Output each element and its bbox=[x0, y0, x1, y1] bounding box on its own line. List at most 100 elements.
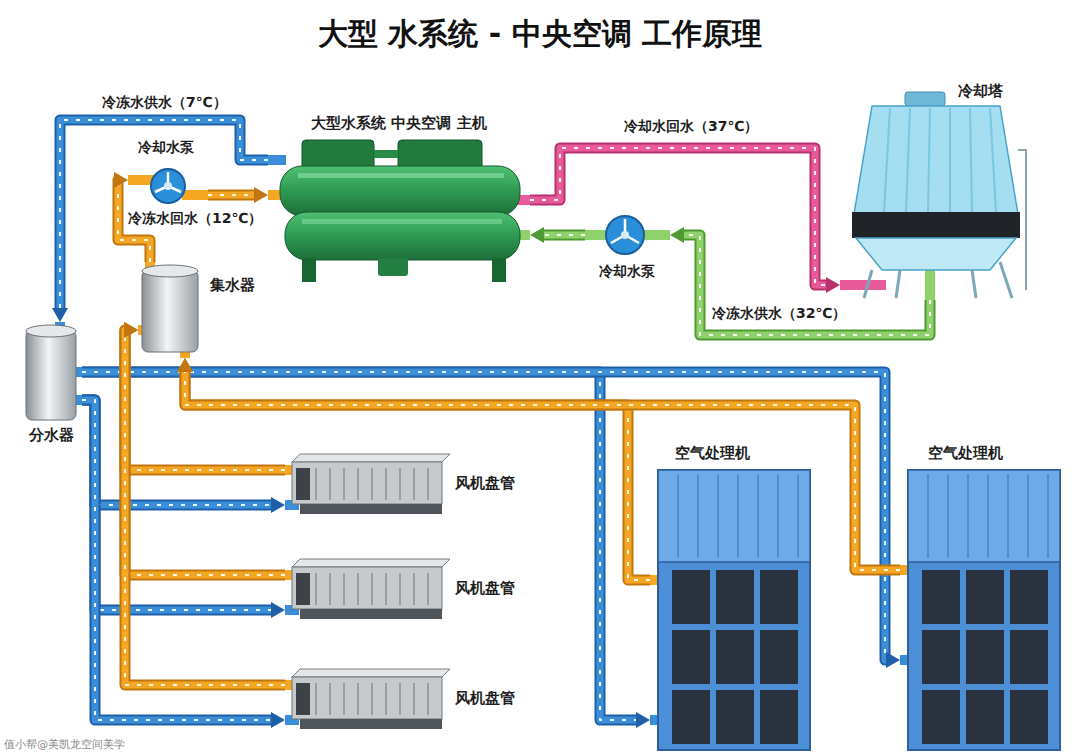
chiller-unit bbox=[268, 155, 286, 165]
watermark: 值小帮@美凯龙空间美学 bbox=[4, 737, 125, 752]
chilled-return-pipe bbox=[177, 358, 900, 570]
pipe-segment bbox=[125, 330, 285, 575]
fan-coil-unit bbox=[296, 468, 310, 500]
return-header-cylinder bbox=[142, 270, 198, 352]
pipe-segment bbox=[125, 330, 285, 685]
pipe-segment bbox=[82, 372, 638, 720]
cooling-water-pump bbox=[585, 216, 670, 254]
chilled-supply-pipe bbox=[82, 372, 650, 728]
chilled-water-pump bbox=[128, 175, 154, 185]
fan-coil-unit bbox=[296, 683, 310, 715]
pipe-segment bbox=[530, 148, 828, 285]
chilled-supply-pipe bbox=[82, 372, 900, 668]
air-handling-unit bbox=[760, 690, 798, 744]
chilled-return-pipe bbox=[177, 358, 650, 580]
pipe-segment bbox=[125, 330, 285, 685]
flow-arrowhead bbox=[177, 358, 193, 372]
cooling-tower bbox=[840, 92, 1026, 300]
pipe-segment bbox=[542, 234, 585, 236]
air-handling-unit bbox=[966, 690, 1004, 744]
chilled-return-pipe bbox=[208, 187, 268, 203]
node-label: 风机盘管 bbox=[455, 474, 515, 493]
chiller-unit bbox=[492, 258, 506, 282]
air-handling-unit bbox=[928, 474, 1048, 558]
cooling-supply-pipe bbox=[530, 227, 585, 243]
air-handling-unit bbox=[922, 690, 960, 744]
node-label: 集水器 bbox=[210, 276, 255, 295]
fan-coil-unit bbox=[292, 669, 450, 677]
pipe-segment bbox=[530, 148, 828, 285]
node-label: 冷却水泵 bbox=[138, 139, 194, 157]
air-handling-unit bbox=[908, 470, 1060, 750]
pipe-segment bbox=[542, 230, 585, 241]
fan-coil-node: 风机盘管 bbox=[285, 450, 535, 525]
chilled-water-pump bbox=[128, 169, 208, 203]
air-handling-unit bbox=[672, 630, 710, 684]
pipe-label-wrap: 冷冻水回水（12℃） bbox=[126, 209, 264, 227]
node-label: 冷却塔 bbox=[958, 82, 1003, 101]
fan-coil-unit bbox=[285, 669, 450, 729]
cooling-water-pump bbox=[611, 219, 639, 243]
pipe-label: 冷冻水供水（7℃） bbox=[100, 93, 229, 111]
pipe-segment bbox=[82, 372, 888, 660]
node-label: 空气处理机 bbox=[928, 444, 1003, 463]
air-handling-unit bbox=[900, 470, 1060, 750]
chiller-unit bbox=[285, 212, 520, 260]
header-node: 集水器 bbox=[138, 262, 263, 358]
flow-arrowhead bbox=[636, 712, 650, 728]
chiller-unit bbox=[374, 150, 398, 158]
air-handling-unit bbox=[1010, 690, 1048, 744]
air-handling-unit bbox=[716, 570, 754, 624]
pipe-label: 冷冻水供水（32℃） bbox=[710, 304, 848, 322]
node-label: 分水器 bbox=[29, 426, 74, 445]
pipe-segment bbox=[82, 400, 273, 505]
cooling-tower bbox=[856, 238, 1016, 270]
air-handling-unit bbox=[922, 630, 960, 684]
air-handling-unit bbox=[658, 470, 810, 562]
air-handling-unit bbox=[922, 570, 960, 624]
cooling-tower bbox=[884, 108, 996, 212]
pipe-label: 冷冻水回水（12℃） bbox=[126, 209, 264, 227]
supply-header-cylinder bbox=[26, 325, 76, 337]
cooling-tower bbox=[854, 106, 1018, 214]
node-label: 空气处理机 bbox=[675, 444, 750, 463]
pipe-segment bbox=[82, 372, 638, 720]
pipe-label-wrap: 冷冻水供水（7℃） bbox=[100, 93, 229, 111]
pump-node: 冷却水泵 bbox=[128, 137, 208, 207]
return-header-cylinder bbox=[142, 265, 198, 277]
flow-arrowhead bbox=[52, 308, 68, 322]
air-handling-unit bbox=[1010, 630, 1048, 684]
fan-coil-unit bbox=[316, 468, 428, 500]
chiller-node: 大型水系统 中央空调 主机 bbox=[268, 112, 530, 287]
air-handling-unit bbox=[650, 470, 810, 750]
cooling-tower bbox=[864, 262, 1012, 298]
flow-arrowhead bbox=[670, 227, 684, 243]
cooling-tower bbox=[925, 270, 935, 300]
pipe-segment bbox=[530, 148, 828, 285]
air-handling-unit bbox=[966, 570, 1004, 624]
pipe-label: 冷却水回水（37℃） bbox=[622, 117, 760, 135]
pump-node: 冷却水泵 bbox=[585, 205, 670, 285]
air-handling-unit bbox=[678, 474, 798, 558]
fan-coil-unit bbox=[285, 454, 450, 514]
pipe-segment bbox=[82, 400, 273, 720]
node-label: 大型水系统 中央空调 主机 bbox=[311, 114, 486, 133]
cooling-tower bbox=[852, 212, 1020, 238]
return-header-cylinder bbox=[138, 262, 198, 358]
chilled-water-pump bbox=[164, 182, 172, 190]
pipe-segment bbox=[542, 232, 585, 239]
fan-coil-unit bbox=[292, 454, 450, 462]
air-handling-unit bbox=[1010, 570, 1048, 624]
fan-coil-node: 风机盘管 bbox=[285, 555, 535, 630]
chilled-supply-pipe bbox=[82, 400, 285, 728]
title-wrap: 大型 水系统 - 中央空调 工作原理 bbox=[0, 16, 1080, 52]
air-handling-unit bbox=[760, 630, 798, 684]
fan-coil-unit bbox=[292, 677, 442, 719]
flow-arrowhead bbox=[826, 277, 840, 293]
chilled-return-pipe bbox=[124, 322, 285, 575]
pipe-segment bbox=[125, 330, 285, 685]
pipe-segment bbox=[185, 370, 900, 570]
